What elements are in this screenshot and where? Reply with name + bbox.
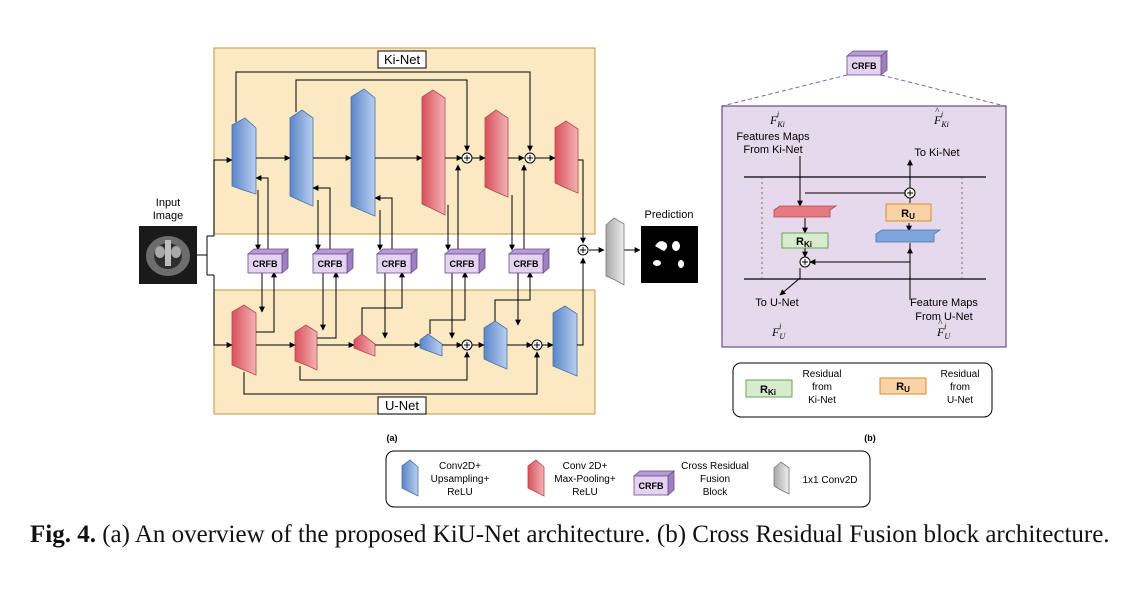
crfb-block: CRFB: [443, 248, 487, 274]
legend-blue-icon: [401, 459, 419, 497]
svg-text:Fusion: Fusion: [700, 474, 730, 485]
legend-red-icon: [527, 459, 545, 497]
legend-residual-u: Residual: [941, 369, 980, 380]
features-ki-label-2: From Ki-Net: [743, 144, 802, 156]
svg-text:from: from: [950, 382, 970, 393]
crfb-block: CRFB: [507, 248, 551, 274]
svg-text:Cross Residual: Cross Residual: [681, 461, 749, 472]
f-u-label: FUi: [771, 322, 786, 341]
f-ki-hat-label: FKii: [933, 110, 949, 129]
ki-net-blocks: [231, 88, 579, 217]
crfb-header-icon: CRFB: [845, 50, 889, 76]
features-ki-label: Features Maps: [736, 131, 810, 143]
legend-crfb-icon: CRFB: [632, 470, 676, 496]
features-u-label: Feature Maps: [910, 297, 978, 309]
f-u-hat-label: FUi: [936, 322, 951, 341]
crfb-block: CRFB: [311, 248, 355, 274]
svg-text:^: ^: [935, 106, 940, 116]
ki-net-region: [213, 47, 596, 235]
svg-text:Ki-Net: Ki-Net: [808, 395, 836, 406]
input-label: Input: [156, 197, 180, 209]
kiu-net-figure: Ki-Net U-Net Input Image: [139, 47, 1007, 508]
panel-a-label: (a): [387, 433, 398, 443]
panel-b: CRFB FKii FKii ^ Features Maps From Ki-N…: [721, 50, 1007, 443]
svg-text:RKi: RKi: [796, 236, 812, 249]
svg-text:from: from: [812, 382, 832, 393]
panel-b-legend: [732, 362, 993, 418]
input-image: [139, 226, 197, 284]
svg-text:CRFB: CRFB: [514, 259, 539, 269]
crfb-blocks: CRFB CRFB CRFB CRFB: [246, 248, 551, 274]
to-ki-net-label: To Ki-Net: [914, 147, 959, 159]
crfb-block: CRFB: [375, 248, 419, 274]
panel-b-label: (b): [864, 433, 876, 443]
svg-text:CRFB: CRFB: [852, 61, 877, 71]
u-net-region: [213, 289, 596, 415]
svg-text:U-Net: U-Net: [947, 395, 973, 406]
svg-text:RU: RU: [896, 381, 910, 394]
svg-text:CRFB: CRFB: [318, 259, 343, 269]
svg-text:CRFB: CRFB: [382, 259, 407, 269]
svg-text:Conv2D+: Conv2D+: [439, 461, 481, 472]
r-ki-box: [781, 232, 829, 249]
to-u-net-label: To U-Net: [755, 297, 798, 309]
ki-net-title: Ki-Net: [384, 52, 421, 67]
u-net-connections: [213, 247, 641, 395]
svg-text:CRFB: CRFB: [253, 259, 278, 269]
svg-text:Conv 2D+: Conv 2D+: [563, 461, 608, 472]
main-legend: Conv2D+ Upsampling+ ReLU Conv 2D+ Max-Po…: [385, 450, 871, 508]
caption-fig-label: Fig. 4.: [30, 521, 96, 548]
legend-gray-icon: [773, 461, 790, 495]
crfb-block: CRFB: [246, 248, 290, 274]
prediction-label: Prediction: [645, 209, 694, 221]
features-u-label-2: From U-Net: [915, 311, 972, 323]
svg-text:CRFB: CRFB: [450, 259, 475, 269]
svg-text:RKi: RKi: [760, 384, 776, 397]
svg-text:Upsampling+: Upsampling+: [431, 474, 490, 485]
prediction-image: [641, 226, 698, 283]
caption-text: (a) An overview of the proposed KiU-Net …: [102, 521, 1110, 548]
panel-a: Ki-Net U-Net Input Image: [139, 47, 698, 443]
u-net-title: U-Net: [385, 398, 419, 413]
f-ki-label: FKii: [769, 110, 785, 129]
u-net-blocks: [231, 304, 578, 377]
r-u-box: [885, 203, 932, 222]
svg-text:^: ^: [938, 318, 943, 328]
ki-feature-bar: [773, 205, 838, 218]
svg-text:ReLU: ReLU: [447, 487, 473, 498]
figure-caption: Fig. 4. (a) An overview of the proposed …: [30, 520, 1110, 550]
u-feature-bar: [875, 229, 942, 243]
svg-text:Block: Block: [703, 487, 728, 498]
conv1x1-block: [605, 217, 625, 286]
svg-text:RU: RU: [901, 208, 915, 221]
crfb-detail-region: [721, 105, 1007, 348]
svg-text:CRFB: CRFB: [639, 481, 664, 491]
svg-text:ReLU: ReLU: [572, 487, 598, 498]
input-label-2: Image: [153, 210, 184, 222]
ki-net-connections: [213, 71, 586, 251]
svg-text:Max-Pooling+: Max-Pooling+: [554, 474, 616, 485]
legend-residual-ki: Residual: [803, 369, 842, 380]
svg-text:1x1 Conv2D: 1x1 Conv2D: [802, 475, 857, 486]
